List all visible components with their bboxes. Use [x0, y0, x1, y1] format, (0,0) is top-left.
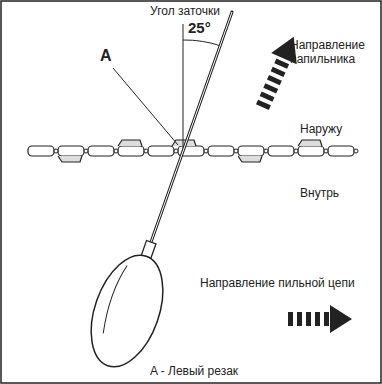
- chain-link: [148, 146, 174, 156]
- chain-link: [328, 146, 354, 156]
- chain-link: [298, 146, 324, 156]
- chain-direction-label: Направление пильной цепи: [200, 276, 378, 290]
- angle-title: Угол заточки: [140, 4, 230, 18]
- file: [150, 12, 232, 245]
- chain-cutter: [298, 140, 322, 146]
- angle-value: 25°: [188, 19, 222, 37]
- file-highlight: [150, 12, 232, 245]
- chain-link: [238, 146, 264, 156]
- reference-line: [183, 24, 184, 150]
- file-direction-label: Направление напильника: [290, 38, 378, 67]
- chain-rivet: [54, 149, 58, 153]
- chain-rivet: [84, 149, 88, 153]
- chain-rivet: [324, 149, 328, 153]
- chain-rivet: [294, 149, 298, 153]
- saw-chain: [28, 140, 358, 162]
- outside-label: Наружу: [300, 122, 376, 136]
- chain-link: [28, 146, 54, 156]
- chain-rivet: [174, 149, 178, 153]
- callout-letter: A: [100, 46, 120, 65]
- chain-link: [208, 146, 234, 156]
- chain-cutter: [58, 156, 82, 162]
- chain-rivet: [114, 149, 118, 153]
- chain-direction-arrow: [288, 305, 352, 333]
- chain-cutter: [118, 140, 142, 146]
- chain-link: [118, 146, 144, 156]
- chain-link: [58, 146, 84, 156]
- chain-link: [268, 146, 294, 156]
- part-legend: A - Левый резак: [150, 364, 300, 378]
- file-handle: [78, 232, 182, 377]
- chain-link: [88, 146, 114, 156]
- chain-rivet: [144, 149, 148, 153]
- chain-cutter: [238, 156, 262, 162]
- chain-rivet: [204, 149, 208, 153]
- chain-rivet: [264, 149, 268, 153]
- inside-label: Внутрь: [300, 186, 376, 200]
- chain-rivet: [234, 149, 238, 153]
- angle-arc: [183, 40, 221, 46]
- chain-rivet: [354, 149, 358, 153]
- leader-line: [113, 68, 178, 145]
